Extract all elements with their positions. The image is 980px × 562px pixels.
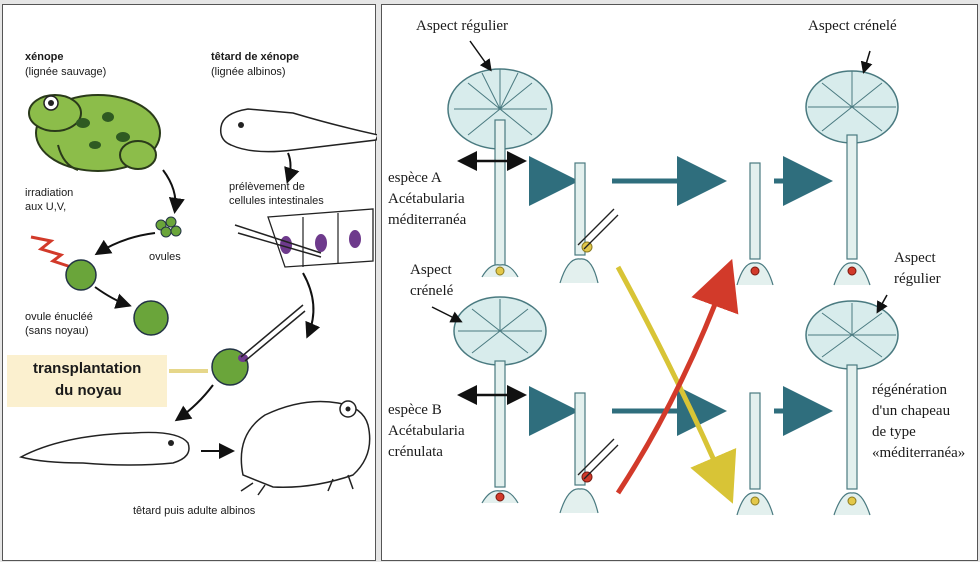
regeneration-label-3: de type [872,423,916,441]
red-nucleus-transfer-arrow [618,273,727,493]
aspect-regulier-top-label: Aspect régulier [416,17,508,35]
espece-b-label-1: espèce B [388,401,442,419]
transplantation-banner: transplantation du noyau [7,355,167,407]
ovules-label: ovules [149,251,181,264]
stalk-a-grafted [737,163,773,285]
ovule-cell [66,260,96,290]
espece-b-label-2: Acétabularia [388,422,465,440]
intestinal-cells [268,209,373,267]
bottom-caption: têtard puis adulte albinos [133,505,255,518]
aspect-crenele-top-label: Aspect crénelé [808,17,897,35]
xenope-illustration [3,5,377,562]
espece-b-label-3: crénulata [388,443,443,461]
espece-a-label-3: méditerranéa [388,211,466,229]
aspect-crenele-mid-label-1: Aspect [410,261,452,279]
stalk-b-grafted [737,393,773,515]
stalk-b-cut [560,393,618,513]
species-b-plant [454,297,546,503]
albino-adult-frog-icon [241,401,370,495]
regeneration-label-4: «méditerranéa» [872,444,965,462]
enucleated-label-1: ovule énucléé [25,311,93,324]
aspect-crenele-mid-label-2: crénelé [410,282,453,300]
acetabularia-experiment-panel: Aspect régulier Aspect crénelé espèce A … [381,4,978,561]
prelevement-label-1: prélèvement de [229,181,305,194]
espece-a-label-1: espèce A [388,169,442,187]
uv-irradiation-icon [31,237,71,267]
enucleated-ovule-cell [134,301,168,335]
prelevement-label-2: cellules intestinales [229,195,324,208]
regeneration-label-1: régénération [872,381,947,399]
regenerated-crenele-plant [806,51,898,285]
acetabularia-illustration [382,5,979,562]
irradiation-label-1: irradiation [25,187,73,200]
result-tadpole-icon [21,432,189,465]
xenope-experiment-panel: xénope (lignée sauvage) têtard de xénope… [2,4,376,561]
stalk-a-cut [560,163,618,283]
tadpole-subtitle: (lignée albinos) [211,66,286,79]
tadpole-title: têtard de xénope [211,51,299,64]
aspect-regulier-mid-label-1: Aspect [894,249,936,267]
regeneration-label-2: d'un chapeau [872,402,950,420]
yellow-nucleus-transfer-arrow [618,267,727,490]
frog-title: xénope [25,51,64,64]
transplantation-label-1: transplantation [33,359,167,379]
frog-subtitle: (lignée sauvage) [25,66,106,79]
ovules-cluster [156,217,181,237]
irradiation-label-2: aux U,V, [25,201,66,214]
aspect-regulier-mid-label-2: régulier [894,270,941,288]
espece-a-label-2: Acétabularia [388,190,465,208]
albino-tadpole-icon [221,109,377,152]
species-a-plant [448,69,552,277]
enucleated-label-2: (sans noyau) [25,325,89,338]
wild-frog-icon [29,95,160,171]
transplantation-label-2: du noyau [55,381,167,401]
